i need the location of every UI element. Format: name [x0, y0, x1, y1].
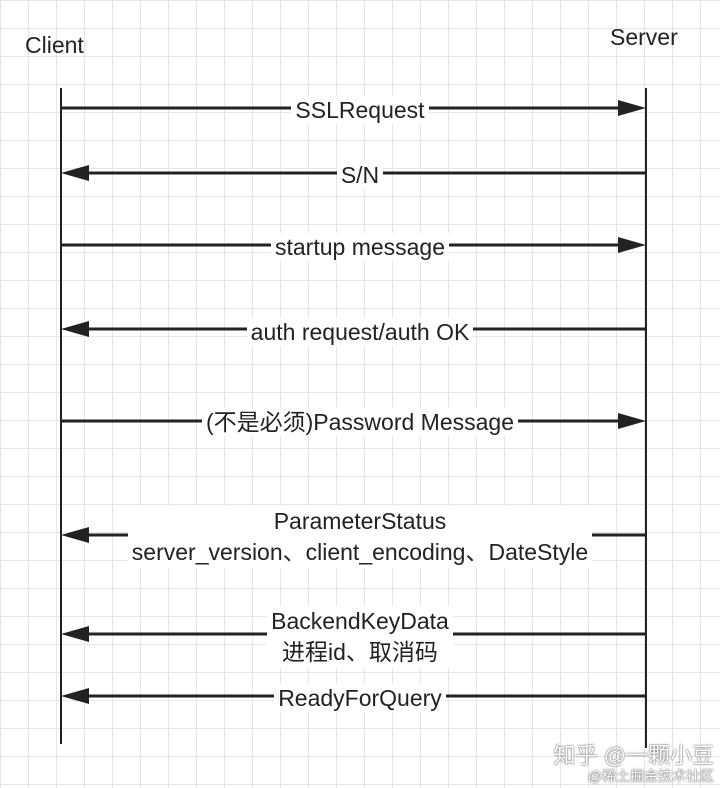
server-lifeline — [645, 88, 647, 748]
message-arrow — [61, 237, 646, 253]
message-arrow — [61, 688, 646, 704]
message-arrow-head — [61, 321, 89, 337]
message-arrow-head — [61, 527, 89, 543]
message-arrow — [61, 100, 646, 116]
message-arrow-head — [618, 100, 646, 116]
message-arrow-head — [61, 688, 89, 704]
message-arrow — [61, 527, 646, 543]
message-arrow — [61, 321, 646, 337]
watermark-sub: @稀土掘金技术社区 — [587, 767, 714, 784]
message-arrow-head — [61, 626, 89, 642]
message-arrow — [61, 165, 646, 181]
watermark: 知乎 @一颗小豆 @稀土掘金技术社区 — [554, 743, 714, 784]
message-arrow-head — [618, 237, 646, 253]
client-lifeline — [60, 88, 62, 744]
client-actor-label: Client — [25, 32, 84, 58]
message-arrow — [61, 413, 646, 429]
server-actor-label: Server — [610, 24, 678, 50]
message-arrow — [61, 626, 646, 642]
watermark-main: 知乎 @一颗小豆 — [553, 742, 714, 768]
message-arrow-head — [618, 413, 646, 429]
message-arrow-head — [61, 165, 89, 181]
